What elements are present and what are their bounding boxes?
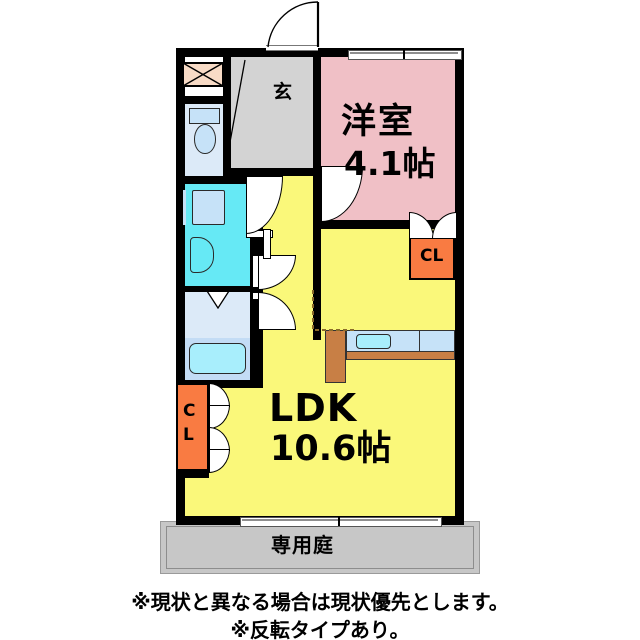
interior-wall-meter-bottom [185,96,224,104]
entrance-label: 玄 [273,81,293,103]
bath-window-box [192,190,225,225]
exterior-wall-top [176,48,464,57]
ldk-closet-label-c: C [183,401,196,421]
kitchen-sink [356,334,391,349]
entrance-floor [246,57,321,168]
ldk-closet-label-l: L [183,425,194,445]
toilet-door-arc[interactable] [231,176,233,178]
kitchen-partition-dashed [312,290,354,331]
entrance-front-door[interactable] [266,0,321,48]
interior-wall-bedroom-bottom [313,220,464,229]
bedroom-window-center [403,49,405,59]
toilet-bowl [194,124,216,154]
western-room-name: 洋室 [341,102,416,142]
interior-wall-washroom-bottom [185,380,263,388]
ldk-hall-door-leaf[interactable] [263,229,271,259]
interior-wall-entrance-right [313,57,321,340]
note-line-2: ※反転タイプあり。 [230,618,410,640]
interior-wall-toilet-right [223,57,231,176]
ldk-floor-main [185,383,455,516]
toilet-tank [189,108,220,124]
ldk-closet-bottom-wall [176,471,209,478]
washing-machine-space-icon [206,291,230,309]
ldk-window-rail [242,519,438,521]
bath-window-bar [183,190,186,225]
kitchen-worktop-divider [419,330,421,352]
exterior-wall-left [176,48,185,525]
vanity-sink [189,343,246,374]
kitchen-counter-end [325,330,346,383]
entrance-door-opening [266,45,318,51]
entrance-hall-door-leaf[interactable] [246,230,273,238]
private-garden-label: 専用庭 [271,533,334,557]
interior-wall-entrance-bottom [223,168,321,176]
exterior-wall-right [455,48,464,525]
bedroom-closet [409,237,455,280]
bedroom-closet-label: CL [420,246,444,266]
shoe-box-icon [225,59,246,165]
interior-wall-toilet-bottom [185,176,263,184]
ldk-size: 10.6帖 [270,429,392,469]
bedroom-window[interactable] [348,50,462,60]
ldk-closet [176,383,209,471]
interior-wall-bath-bottom [185,286,263,292]
ldk-window[interactable] [240,517,442,527]
ldk-name: LDK [269,386,358,430]
meter-box-x-icon [182,62,224,87]
ldk-window-center [338,516,340,526]
note-line-1: ※現状と異なる場合は現状優先とします。 [131,590,509,614]
western-room-size: 4.1帖 [344,144,436,183]
